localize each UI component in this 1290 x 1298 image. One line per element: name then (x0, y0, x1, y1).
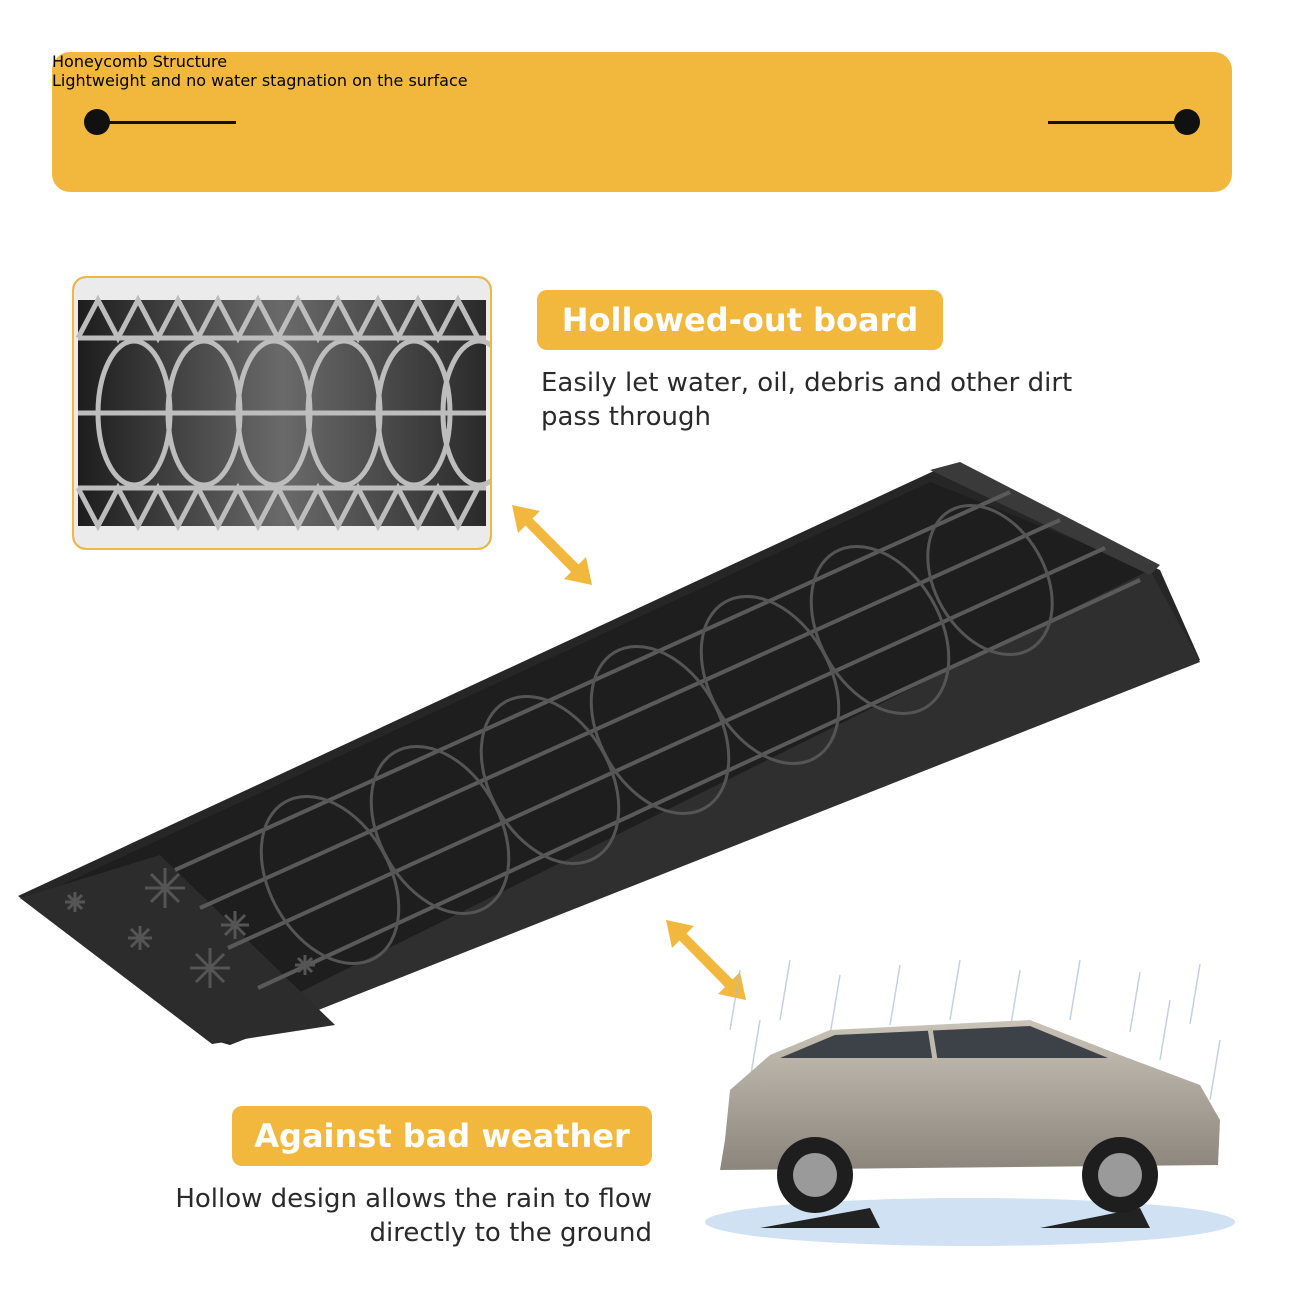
decor-line-left (96, 121, 236, 124)
header-banner (52, 52, 1232, 192)
banner-text: Honeycomb Structure Lightweight and no w… (52, 52, 1232, 192)
car-in-rain-image (705, 960, 1235, 1246)
page-subtitle: Lightweight and no water stagnation on t… (52, 71, 468, 90)
decor-dot-right (1174, 109, 1200, 135)
double-arrow-icon (512, 505, 592, 585)
feature-label-weather: Against bad weather (232, 1106, 652, 1166)
decor-line-right (1048, 121, 1188, 124)
feature-description-weather: Hollow design allows the rain to flow di… (175, 1184, 652, 1248)
page-title: Honeycomb Structure (52, 52, 228, 71)
ramp-image (18, 462, 1200, 1045)
feature-label-hollowed: Hollowed-out board (537, 290, 943, 350)
feature-description-hollowed: Easily let water, oil, debris and other … (541, 368, 1073, 432)
honeycomb-closeup-image (72, 276, 492, 550)
decor-dot-left (84, 109, 110, 135)
